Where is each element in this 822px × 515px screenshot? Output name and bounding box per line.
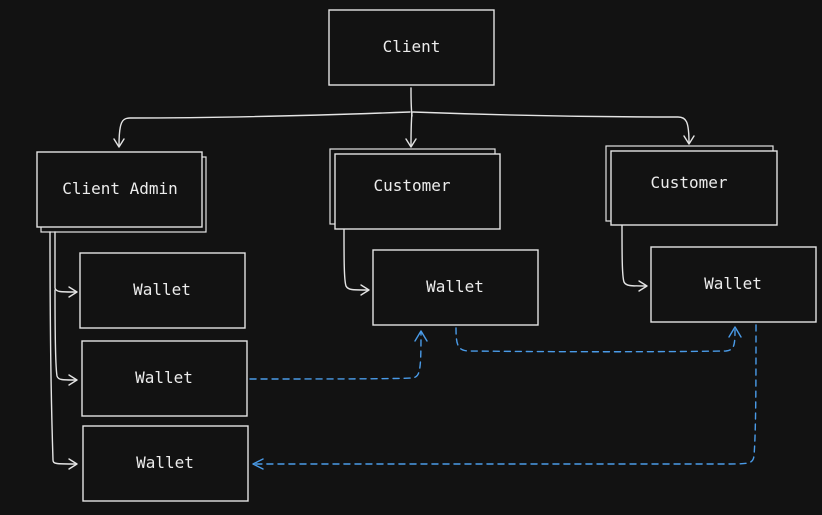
edge-client-to-client-admin	[118, 111, 411, 147]
edge-client-admin-to-wallet-2-arrowhead	[68, 374, 78, 386]
node-customer-1-box	[334, 153, 501, 230]
node-client-box	[328, 9, 495, 86]
edge-customer-1-to-wallet	[343, 228, 370, 296]
node-client-admin-label: Client Admin	[62, 179, 178, 198]
node-client-label: Client	[383, 37, 441, 56]
node-wallet-customer-2-label: Wallet	[704, 274, 762, 293]
node-wallet-customer-2[interactable]: Wallet	[650, 246, 817, 323]
edge-client-admin-to-wallet-3-arrowhead	[68, 458, 78, 470]
node-wallet-admin-1-box	[79, 252, 246, 329]
edge-client-to-children	[113, 87, 695, 148]
node-customer-1[interactable]: Customer	[329, 148, 501, 230]
edge-customer-2-to-wallet-line	[621, 223, 647, 287]
edge-customer-2-to-wallet-arrowhead	[638, 280, 648, 292]
node-wallet-customer-1[interactable]: Wallet	[372, 249, 539, 326]
link-customer-wallets-arrowhead	[728, 326, 742, 338]
node-wallet-admin-2[interactable]: Wallet	[81, 340, 248, 417]
edge-client-to-customer-1-arrowhead	[405, 138, 417, 148]
edge-customer-1-to-wallet-arrowhead	[360, 284, 370, 296]
node-wallet-customer-1-label: Wallet	[426, 277, 484, 296]
edge-client-to-client-admin-arrowhead	[113, 138, 125, 148]
node-customer-1-label: Customer	[373, 176, 450, 195]
edge-client-admin-to-wallets	[49, 231, 78, 470]
node-customer-2-label: Customer	[650, 173, 727, 192]
node-wallet-customer-2-box	[650, 246, 817, 323]
node-wallet-admin-3[interactable]: Wallet	[82, 425, 249, 502]
link-admin-wallet-2-arrowhead	[414, 330, 428, 342]
link-admin-wallet-3-arrowhead	[252, 458, 264, 470]
link-admin-wallet-2-to-customer-1-wallet	[249, 332, 422, 380]
node-client-admin-box	[36, 151, 203, 228]
link-customer-1-wallet-to-customer-2-wallet	[455, 327, 736, 353]
edge-client-admin-to-wallet-2	[54, 289, 77, 381]
edge-client-admin-trunk	[49, 231, 77, 465]
edge-client-to-customer-2	[412, 111, 690, 144]
node-wallet-admin-2-box	[81, 340, 248, 417]
edge-customer-2-to-wallet	[621, 223, 648, 292]
edge-client-to-customer-2-arrowhead	[683, 135, 695, 145]
link-customer-2-wallet-to-admin-wallet-3	[255, 324, 757, 465]
node-client-admin[interactable]: Client Admin	[36, 151, 207, 233]
edge-client-admin-trunk-2	[54, 231, 77, 293]
node-customer-2[interactable]: Customer	[605, 145, 778, 226]
node-wallet-admin-3-box	[82, 425, 249, 502]
node-wallet-customer-1-box	[372, 249, 539, 326]
node-customer-2-box	[610, 150, 778, 226]
node-client[interactable]: Client	[328, 9, 495, 86]
edge-client-to-customer-1	[410, 111, 413, 147]
wallet-links	[249, 324, 757, 470]
edge-client-admin-to-wallet-1-arrowhead	[68, 286, 78, 298]
node-wallet-admin-1[interactable]: Wallet	[79, 252, 246, 329]
node-wallet-admin-2-label: Wallet	[135, 368, 193, 387]
edge-customer-1-to-wallet-line	[343, 228, 369, 291]
node-wallet-admin-1-label: Wallet	[133, 280, 191, 299]
node-wallet-admin-3-label: Wallet	[136, 453, 194, 472]
